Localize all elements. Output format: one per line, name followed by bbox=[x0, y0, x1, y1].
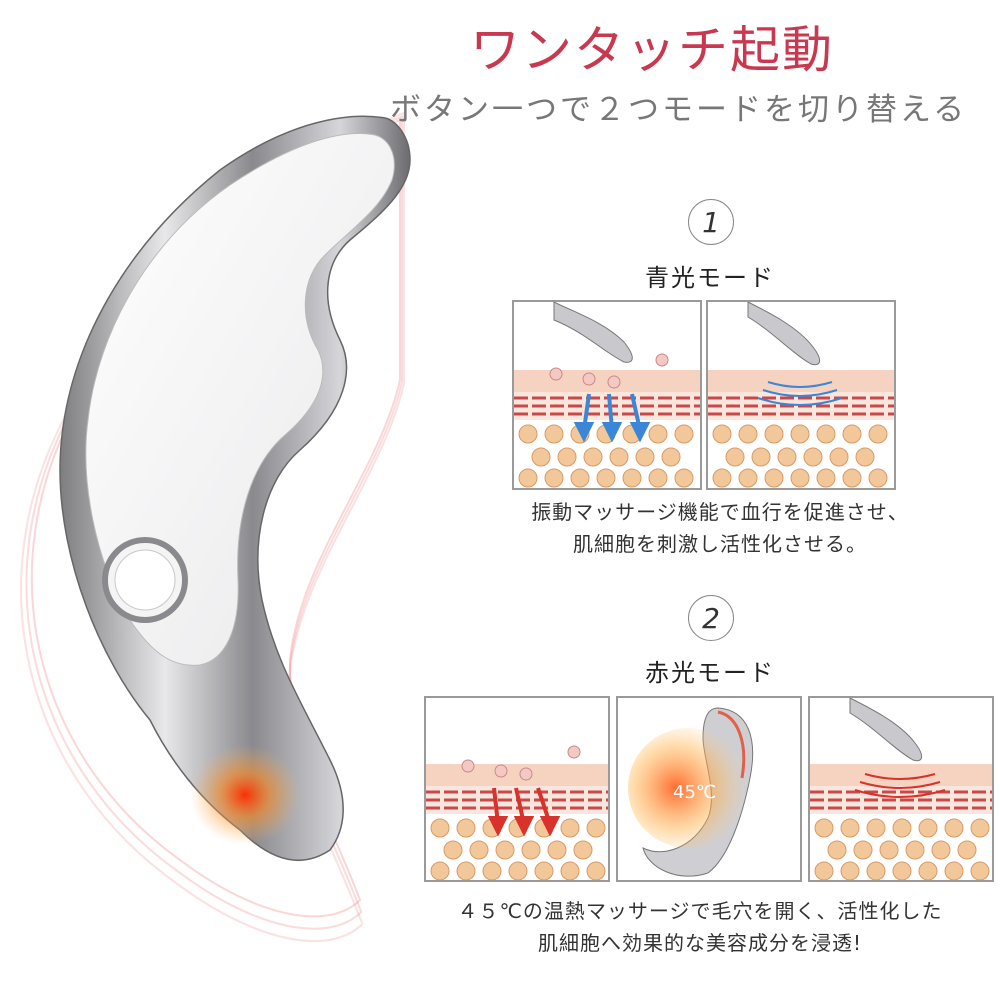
panel-red-device-heat: 45℃ bbox=[616, 696, 802, 882]
device-illustration bbox=[20, 111, 411, 942]
description-line: 振動マッサージ機能で血行を促進させ、 bbox=[531, 500, 909, 524]
blue-vibration-waves bbox=[757, 381, 843, 406]
description-line: 肌細胞を刺激し活性化させる。 bbox=[573, 532, 867, 556]
panel-blue-vibration bbox=[706, 300, 896, 490]
device-tip bbox=[553, 302, 633, 363]
temperature-label: 45℃ bbox=[673, 782, 716, 803]
description-line: 肌細胞へ効果的な美容成分を浸透! bbox=[537, 931, 863, 955]
headline: ワンタッチ起動 bbox=[470, 21, 834, 79]
skin-cross-section bbox=[708, 370, 894, 488]
skin-cross-section bbox=[810, 764, 992, 880]
mode-title-blue: 青光モード bbox=[645, 264, 775, 292]
serum-droplets bbox=[461, 745, 581, 781]
subtitle: ボタン一つで２つモードを切り替える bbox=[390, 92, 968, 128]
step-number-1: 1 bbox=[688, 199, 734, 245]
skin-cross-section bbox=[514, 370, 700, 488]
red-penetration-arrows bbox=[487, 787, 561, 837]
mode-description-red: ４５℃の温熱マッサージで毛穴を開く、活性化した 肌細胞へ効果的な美容成分を浸透! bbox=[410, 895, 990, 959]
blue-penetration-arrows bbox=[573, 393, 651, 443]
panel-blue-skin-arrows bbox=[512, 300, 702, 490]
device-face bbox=[85, 132, 395, 666]
device-tip bbox=[849, 698, 922, 762]
panel-red-skin-arrows bbox=[424, 696, 610, 882]
step-number-2: 2 bbox=[688, 595, 734, 641]
serum-droplets bbox=[549, 353, 669, 389]
heat-glow bbox=[190, 745, 300, 845]
device-tip bbox=[747, 302, 820, 366]
mode-description-blue: 振動マッサージ機能で血行を促進させ、 肌細胞を刺激し活性化させる。 bbox=[460, 496, 980, 560]
description-line: ４５℃の温熱マッサージで毛穴を開く、活性化した bbox=[457, 899, 943, 923]
red-vibration-waves bbox=[854, 773, 946, 798]
mode-title-red: 赤光モード bbox=[645, 659, 775, 687]
panel-red-vibration bbox=[808, 696, 994, 882]
